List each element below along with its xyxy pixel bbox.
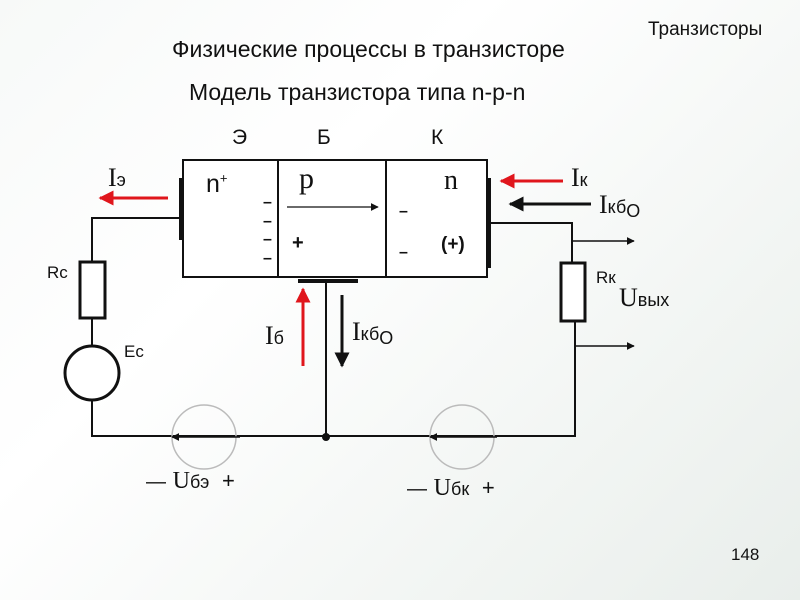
ib-main: I bbox=[265, 321, 274, 350]
terminal-base-label: Б bbox=[317, 126, 331, 149]
ikbo-sub: кб bbox=[607, 197, 627, 217]
charge-minus-4: – bbox=[263, 249, 272, 267]
ie-main: I bbox=[108, 163, 117, 192]
region-emitter-sup: + bbox=[219, 170, 228, 186]
ikbo2-sub: кб bbox=[360, 324, 380, 344]
ube-main: U bbox=[172, 468, 191, 494]
ikbo2-main: I bbox=[352, 317, 361, 346]
page-title: Физические процессы в транзисторе bbox=[172, 36, 565, 62]
rc-label: Rc bbox=[47, 263, 68, 282]
current-ikbo-label: IкбO bbox=[599, 189, 641, 221]
region-emitter-label: n+ bbox=[206, 170, 228, 199]
current-ib-label: Iб bbox=[265, 320, 284, 351]
uout-sub: вых bbox=[637, 290, 670, 310]
ubk-main: U bbox=[433, 475, 452, 501]
ikbo2-sub2: O bbox=[379, 328, 394, 348]
uout-main: U bbox=[619, 283, 638, 312]
ec-bottom-wire bbox=[91, 321, 576, 437]
resistor-rc bbox=[78, 260, 107, 320]
region-base-label: p bbox=[299, 162, 314, 195]
ik-sub: к bbox=[579, 170, 588, 190]
current-ikbo-base-label: IкбO bbox=[352, 316, 394, 348]
transistor-body bbox=[182, 159, 488, 278]
terminal-emitter-label: Э bbox=[232, 126, 248, 149]
ubk-sub: бк bbox=[451, 479, 470, 499]
ube-minus: — bbox=[146, 471, 166, 493]
current-ie-label: Iэ bbox=[108, 162, 126, 193]
uout-label: Uвых bbox=[619, 282, 669, 313]
ube-plus: + bbox=[221, 468, 235, 493]
charge-minus-1: – bbox=[263, 194, 272, 211]
ik-main: I bbox=[571, 163, 580, 192]
ikbo-main: I bbox=[599, 190, 608, 219]
rk-label: Rк bbox=[596, 268, 616, 287]
ec-label: Ec bbox=[124, 342, 144, 361]
emitter-wire bbox=[91, 217, 181, 262]
current-ik-label: Iк bbox=[571, 162, 588, 193]
base-minus-charges: – – – – bbox=[263, 194, 272, 268]
ube-label: — Uбэ + bbox=[146, 467, 235, 495]
ubk-label: — Uбк + bbox=[407, 474, 495, 502]
charge-minus-3: – bbox=[263, 231, 272, 248]
source-ec bbox=[63, 344, 121, 402]
resistor-rk bbox=[559, 261, 587, 323]
collector-plus-charge: (+) bbox=[441, 234, 465, 255]
base-plus-charge: + bbox=[292, 232, 304, 254]
region-collector-label: n bbox=[444, 165, 458, 196]
ubk-plus: + bbox=[481, 475, 495, 500]
ubk-minus: — bbox=[407, 478, 427, 500]
section-title: Транзисторы bbox=[648, 19, 763, 40]
collector-minus-charge-2: – bbox=[399, 244, 408, 261]
collector-wire bbox=[489, 222, 573, 263]
collector-minus-charge-1: – bbox=[399, 203, 408, 220]
ikbo-sub2: O bbox=[626, 201, 641, 221]
page-subtitle: Модель транзистора типа n-p-n bbox=[189, 79, 526, 105]
ie-sub: э bbox=[116, 170, 126, 190]
charge-minus-2: – bbox=[263, 212, 272, 230]
terminal-collector-label: К bbox=[431, 126, 444, 149]
page-number: 148 bbox=[731, 545, 760, 564]
ib-sub: б bbox=[273, 328, 284, 348]
base-junction-dot bbox=[322, 433, 330, 441]
ube-sub: бэ bbox=[190, 472, 210, 492]
region-emitter-letter: n bbox=[206, 170, 220, 198]
